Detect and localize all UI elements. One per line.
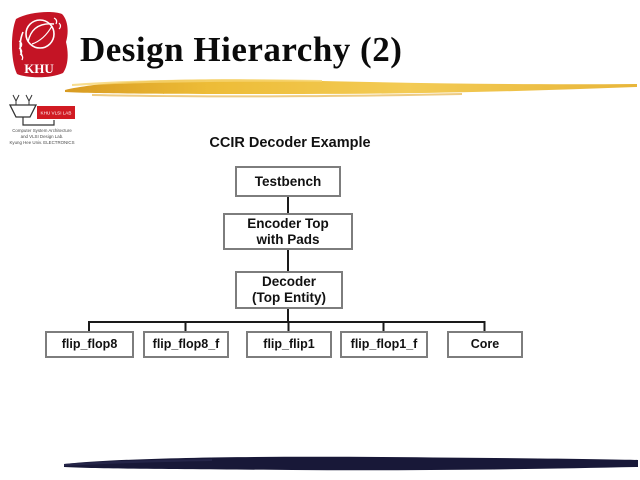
diagram-title: CCIR Decoder Example xyxy=(209,135,371,151)
node-flip-flop8-label: flip_flop8 xyxy=(61,337,118,352)
node-testbench-label: Testbench xyxy=(254,173,322,189)
page-title: Design Hierarchy (2) xyxy=(80,30,403,69)
bottom-brush-bar xyxy=(64,456,638,471)
node-flip-flop8: flip_flop8 xyxy=(45,331,134,358)
node-decoder: Decoder (Top Entity) xyxy=(235,271,343,309)
node-flip-flip1: flip_flip1 xyxy=(246,331,332,358)
lab-logo: KHU VLSI LAB Computer System Architectur… xyxy=(6,94,84,148)
node-encoder-label-line1: Encoder Top xyxy=(247,215,329,231)
lab-caption-line2: and VLSI Design Lab. xyxy=(21,134,64,139)
node-decoder-label-line2: (Top Entity) xyxy=(252,290,326,305)
khu-logo: KHU xyxy=(8,10,70,78)
node-core: Core xyxy=(447,331,523,358)
node-encoder-top: Encoder Top with Pads xyxy=(223,213,353,250)
lab-caption-line1: Computer System Architecture xyxy=(12,128,72,133)
node-testbench: Testbench xyxy=(235,166,341,197)
lab-caption-line3: Kyung Hee Univ. ELECTRONICS xyxy=(9,140,74,145)
node-flip-flop8-f: flip_flop8_f xyxy=(143,331,229,358)
lab-logo-icon: KHU VLSI LAB Computer System Architectur… xyxy=(8,94,75,145)
lab-badge xyxy=(37,106,75,119)
node-core-label: Core xyxy=(470,337,500,352)
khu-emblem-icon: KHU xyxy=(11,11,68,78)
node-flip-flop8-f-label: flip_flop8_f xyxy=(152,337,220,352)
node-encoder-label-line2: with Pads xyxy=(256,231,320,247)
node-flip-flop1-f: flip_flop1_f xyxy=(340,331,428,358)
gold-brush-stroke xyxy=(65,79,637,98)
khu-logo-label: KHU xyxy=(24,61,54,76)
node-decoder-label-line1: Decoder xyxy=(261,274,317,290)
lab-badge-text: KHU VLSI LAB xyxy=(41,111,72,116)
node-flip-flop1-f-label: flip_flop1_f xyxy=(350,337,418,352)
node-flip-flip1-label: flip_flip1 xyxy=(263,337,315,352)
